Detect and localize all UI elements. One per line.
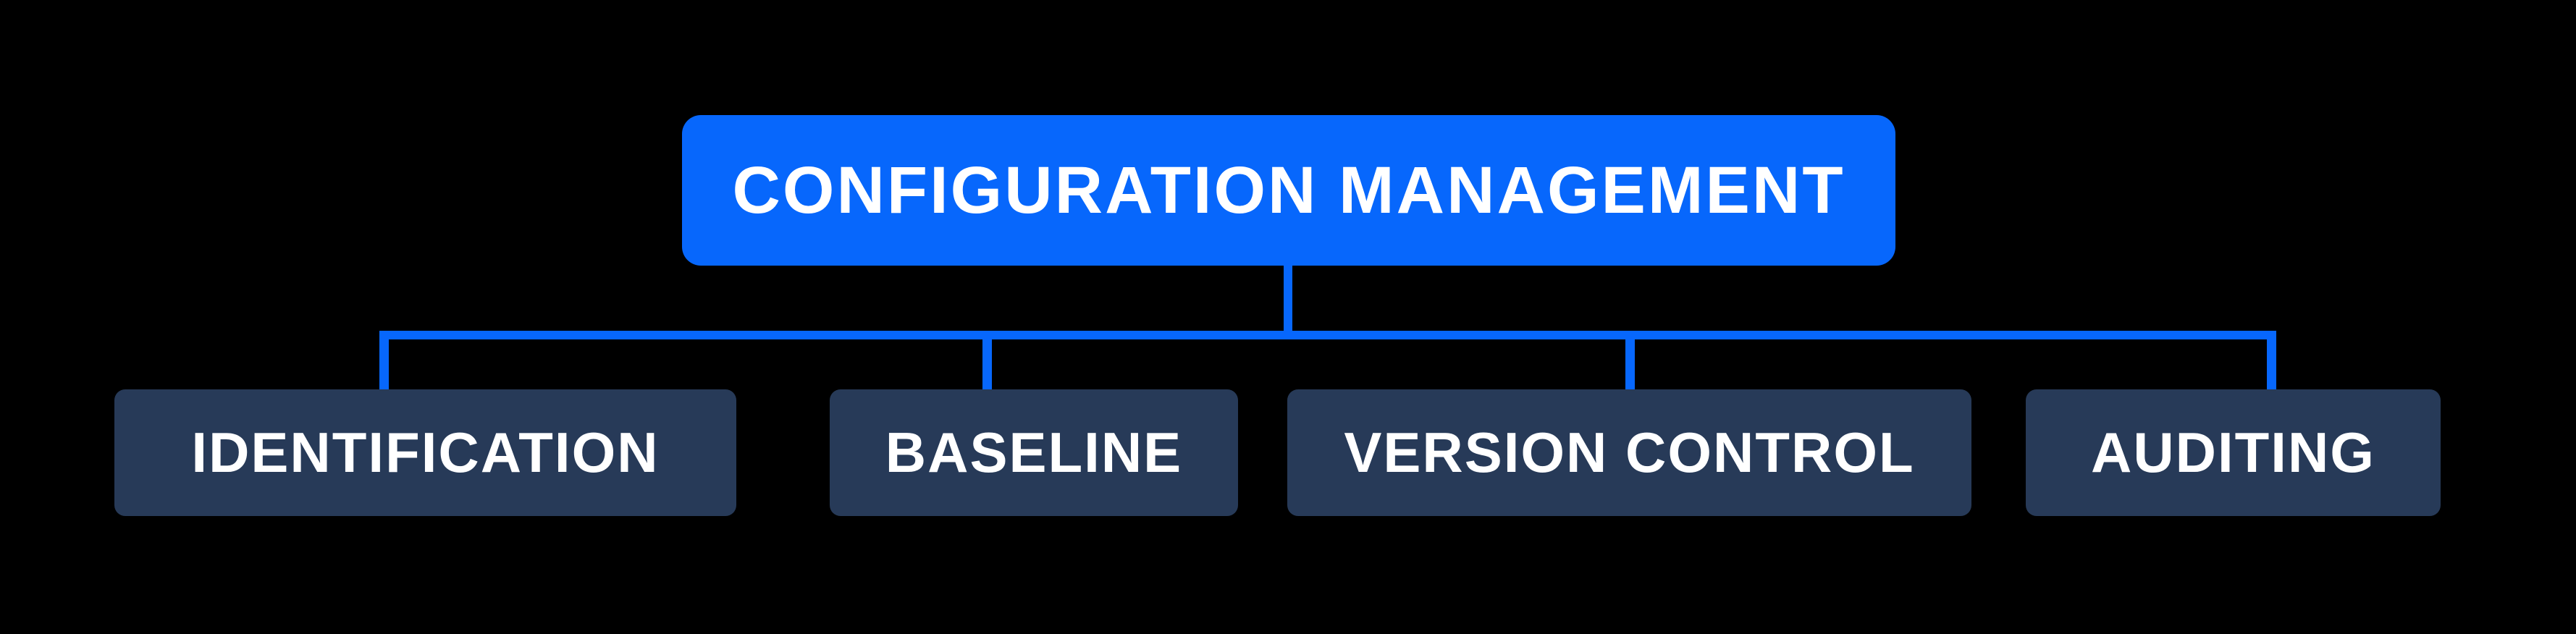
child-node-label: IDENTIFICATION <box>191 420 660 484</box>
child-node-label: VERSION CONTROL <box>1344 420 1915 484</box>
connector-root-stem <box>1284 265 1292 339</box>
child-node-auditing: AUDITING <box>2026 389 2441 516</box>
connector-horizontal-bar <box>379 331 2276 339</box>
connector-drop-identification <box>379 331 389 390</box>
child-node-label: AUDITING <box>2091 420 2375 484</box>
child-node-version-control: VERSION CONTROL <box>1287 389 1971 516</box>
connector-drop-version-control <box>1625 331 1635 390</box>
connector-drop-auditing <box>2267 331 2276 390</box>
root-node-configuration-management: CONFIGURATION MANAGEMENT <box>682 115 1895 266</box>
root-node-label: CONFIGURATION MANAGEMENT <box>732 153 1845 227</box>
connector-drop-baseline <box>982 331 992 390</box>
child-node-identification: IDENTIFICATION <box>114 389 736 516</box>
child-node-baseline: BASELINE <box>830 389 1238 516</box>
child-node-label: BASELINE <box>885 420 1183 484</box>
